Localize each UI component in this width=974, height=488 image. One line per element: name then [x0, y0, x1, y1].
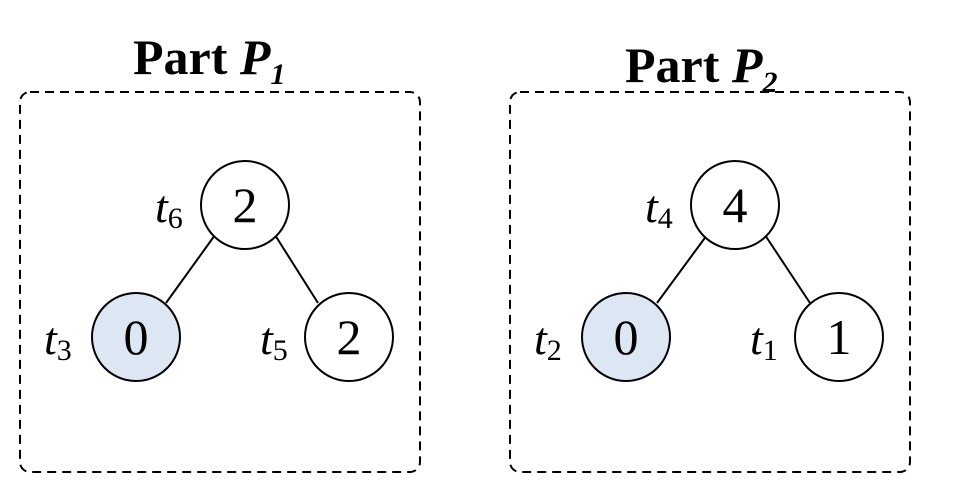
edge-t4-t1 [764, 234, 811, 304]
part-p2-title-sub: 2 [762, 66, 778, 99]
part-p1-box [19, 91, 421, 473]
node-t1-value: 1 [827, 309, 852, 365]
node-t5-sub: 5 [273, 334, 288, 367]
node-t3-circle [91, 292, 181, 382]
node-t2: 0 t2 [534, 292, 671, 382]
node-t4-sub: 4 [658, 202, 673, 235]
node-t2-circle [581, 292, 671, 382]
node-t6-value: 2 [233, 177, 258, 233]
node-t2-value: 0 [614, 309, 639, 365]
part-p2-title-word: Part [625, 37, 720, 93]
node-t4-letter: t [645, 181, 659, 232]
node-t1: 1 t1 [750, 292, 884, 382]
part-p2-box [509, 91, 911, 473]
node-t4-value: 4 [723, 177, 748, 233]
node-t4: 4 t4 [645, 160, 780, 250]
node-t4-label: t4 [645, 181, 673, 235]
node-t1-label: t1 [750, 313, 778, 367]
node-t5-letter: t [260, 313, 274, 364]
node-t5-label: t5 [260, 313, 288, 367]
part-p2-title-var: P [731, 37, 763, 93]
node-t2-letter: t [534, 313, 548, 364]
node-t3: 0 t3 [44, 292, 181, 382]
node-t3-sub: 3 [57, 334, 72, 367]
part-p2-title: Part P2 [625, 40, 777, 98]
node-t1-circle [794, 292, 884, 382]
node-t1-sub: 1 [763, 334, 778, 367]
node-t3-value: 0 [124, 309, 149, 365]
node-t6-letter: t [155, 181, 169, 232]
edge-t6-t3 [165, 234, 216, 304]
node-t6-sub: 6 [168, 202, 183, 235]
node-t6: 2 t6 [155, 160, 290, 250]
node-t5-value: 2 [337, 309, 362, 365]
part-p1-title: Part P1 [133, 32, 285, 90]
node-t5: 2 t5 [260, 292, 394, 382]
node-t2-sub: 2 [547, 334, 562, 367]
edge-t6-t5 [274, 234, 319, 304]
edge-t4-t2 [656, 234, 708, 304]
part-p1-title-var: P [239, 29, 271, 85]
node-t4-circle [690, 160, 780, 250]
node-t6-label: t6 [155, 181, 183, 235]
node-t5-circle [304, 292, 394, 382]
node-t2-label: t2 [534, 313, 562, 367]
node-t6-circle [200, 160, 290, 250]
part-p1-title-sub: 1 [270, 58, 286, 91]
node-t3-label: t3 [44, 313, 72, 367]
part-p1-title-word: Part [133, 29, 228, 85]
node-t3-letter: t [44, 313, 58, 364]
node-t1-letter: t [750, 313, 764, 364]
